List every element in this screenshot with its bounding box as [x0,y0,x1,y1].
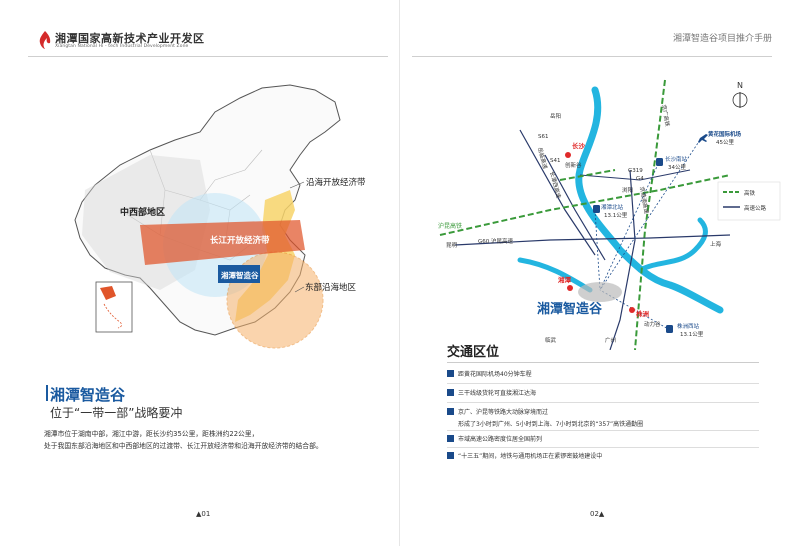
svg-text:N: N [737,81,743,90]
flame-logo-icon [38,30,52,54]
section-subtitle: 位于“一带一部”战略要冲 [50,406,183,420]
svg-text:岳临高速: 岳临高速 [536,146,550,170]
bullet-icon [447,389,454,396]
airplane-icon [698,134,708,143]
traffic-item: “十三五”期间，地铁与通用机场正在紧锣密鼓地建设中 [447,451,602,460]
label-central-west: 中西部地区 [120,206,165,218]
bullet-icon [447,408,454,415]
page-number-left: ▲01 [196,510,211,518]
svg-text:湘潭: 湘潭 [558,275,572,284]
rail-hukun [439,174,731,236]
brochure-title: 湘潭智造谷项目推介手册 [672,34,772,44]
svg-text:长沙南站: 长沙南站 [665,155,688,163]
traffic-divider [447,362,759,363]
svg-text:G60 沪昆高速: G60 沪昆高速 [478,237,514,245]
svg-text:沪昆高铁: 沪昆高铁 [438,222,462,230]
xiang-river [575,86,724,314]
bullet-icon [447,435,454,442]
xiangtan-highlight [218,265,260,283]
svg-text:13.1公里: 13.1公里 [680,331,704,338]
zhuzhou-dot [629,307,635,313]
svg-text:黄花国际机场: 黄花国际机场 [708,130,742,138]
label-xiangtan: 湘潭智造谷 [221,270,259,280]
svg-text:13.1公里: 13.1公里 [604,212,628,219]
legend-rail-label: 高铁 [744,189,756,197]
svg-text:昆明: 昆明 [446,242,458,249]
label-coastal-belt: 沿海开放经济带 [306,177,366,188]
label-yangtze-belt: 长江开放经济带 [210,235,270,246]
page-number-right: 02▲ [590,510,605,518]
intro-line-2: 处于我国东部沿海地区和中西部地区的过渡带、长江开放经济带和沿海开放经济带的结合部… [44,441,323,450]
svg-text:动力谷: 动力谷 [644,320,661,328]
brand-name-cn: 湘潭国家高新技术产业开发区 [55,32,205,45]
header-divider [28,56,388,57]
china-region-map: 中西部地区 沿海开放经济带 长江开放经济带 湘潭智造谷 东部沿海地区 [74,84,366,349]
train-icon-changsha [656,158,663,166]
map-legend [717,181,781,221]
svg-text:上海: 上海 [710,240,722,248]
svg-text:创新谷: 创新谷 [565,161,582,169]
svg-text:长沙: 长沙 [572,141,586,150]
highway-s61 [519,129,596,256]
svg-text:浏阳: 浏阳 [622,186,633,194]
svg-text:临武: 临武 [545,336,557,344]
svg-text:S41: S41 [550,158,561,164]
north-arrow-icon: N [732,81,748,108]
bullet-icon [447,370,454,377]
train-icon-xiangtan [593,205,600,213]
traffic-item: 距黄花国际机场40分钟车程 [447,369,532,378]
yangtze-belt [140,220,305,265]
svg-text:株洲: 株洲 [636,309,650,318]
traffic-item: 市域高速公路密度位居全国前列 [447,434,542,443]
svg-text:34公里: 34公里 [668,164,686,171]
right-page: 湘潭智造谷项目推介手册 N [400,0,800,546]
svg-text:G319: G319 [628,168,643,174]
traffic-item: 三干线级货轮可直接湘江达海 [447,388,536,397]
svg-text:S61: S61 [538,134,549,140]
svg-text:京广高铁: 京广高铁 [660,104,672,128]
intro-paragraph: 湘潭市位于湖南中部，湘江中游，距长沙约35公里，距株洲约22公里， 处于我国东部… [44,429,354,452]
train-icon-zhuzhou [666,325,673,333]
legend-highway-label: 高速公路 [744,204,767,212]
svg-text:广州: 广州 [605,336,616,344]
title-accent-bar [46,385,48,401]
bullet-icon [447,452,454,459]
traffic-title: 交通区位 [447,345,500,360]
brand-name-en: Xiangtan National Hi - tech Industrial D… [55,44,189,49]
svg-text:45公里: 45公里 [716,139,734,146]
rail-jingguang [634,79,666,350]
header-divider-right [412,56,772,57]
xiangtan-dot [567,285,573,291]
label-east-coast: 东部沿海地区 [305,282,357,293]
svg-text:湘潭北站: 湘潭北站 [601,203,624,211]
label-zhizaogu: 湘潭智造谷 [537,301,603,317]
svg-text:岳阳: 岳阳 [550,112,561,120]
left-page: 湘潭国家高新技术产业开发区 Xiangtan National Hi - tec… [28,30,388,518]
zhizaogu-area [578,282,622,302]
svg-text:株洲西站: 株洲西站 [677,322,700,330]
highway-g60 [454,234,731,246]
section-title: 湘潭智造谷 [50,386,126,404]
highway-g4 [609,169,636,350]
svg-text:G4: G4 [636,176,644,182]
intro-line-1: 湘潭市位于湖南中部，湘江中游，距长沙约35公里，距株洲约22公里， [44,430,259,438]
transport-map: N [438,79,781,350]
traffic-item: 京广、沪昆等铁路大动脉穿境而过 形成了3小时到广州、5小时到上海、7小时到北京的… [447,407,643,428]
changsha-dot [565,152,571,158]
